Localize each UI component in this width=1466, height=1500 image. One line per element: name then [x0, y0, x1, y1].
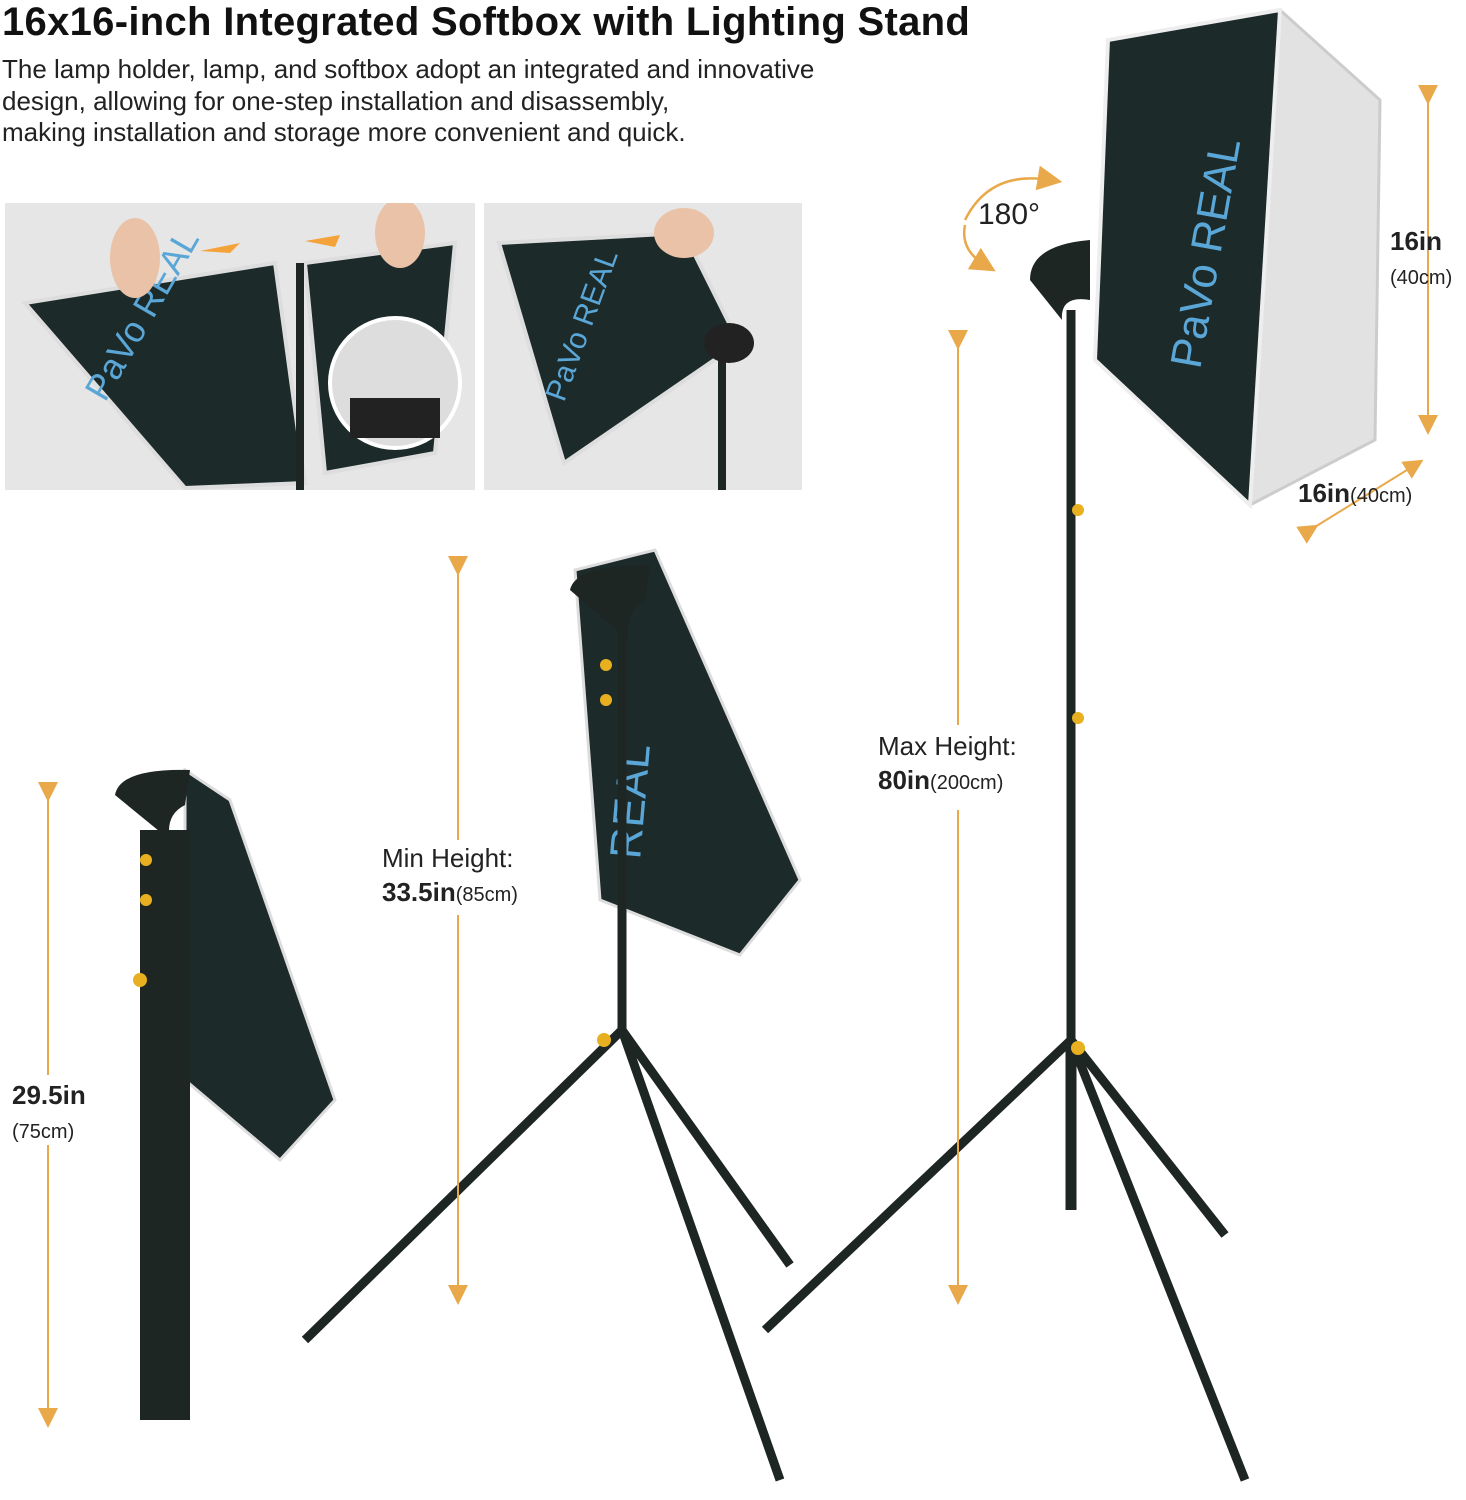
softbox-logo: REAL [601, 742, 660, 861]
folded-height-metric: (75cm) [12, 1121, 75, 1143]
description-line: design, allowing for one-step installati… [2, 85, 670, 116]
stand-max-height: PaVo REAL [761, 7, 1382, 1482]
width-arrow-icon [1296, 459, 1424, 544]
page-title: 16x16-inch Integrated Softbox with Light… [2, 0, 971, 44]
max-height-value: 80in [878, 765, 931, 795]
softbox-width-value: 16in [1298, 478, 1351, 508]
description-line: making installation and storage more con… [2, 117, 686, 147]
assembly-photo-1: PaVo REAL [5, 203, 475, 490]
folded-height-label: 29.5in (75cm) [12, 1078, 86, 1149]
softbox-height-metric: (40cm) [1390, 267, 1453, 289]
max-height-label: Max Height: 80in(200cm) [878, 729, 1017, 800]
max-height-metric: (200cm) [930, 772, 1004, 794]
max-height-title: Max Height: [878, 731, 1017, 761]
softbox-height-value: 16in [1390, 226, 1443, 256]
rotate-arrow-icon [963, 165, 1063, 221]
min-height-value: 33.5in [382, 877, 456, 907]
assembly-photo-2: PaVo REAL [484, 203, 802, 490]
assembly-photo-1-image: PaVo REAL [21, 203, 462, 490]
softbox-height-label: 16in (40cm) [1390, 224, 1452, 295]
rotation-label: 180° [978, 198, 1041, 231]
stand-folded [115, 767, 337, 1420]
softbox-width-metric: (40cm) [1350, 485, 1413, 507]
softbox-width-label: 16in(40cm) [1298, 476, 1412, 513]
min-height-metric: (85cm) [455, 884, 518, 906]
min-height-title: Min Height: [382, 843, 514, 873]
description: The lamp holder, lamp, and softbox adopt… [2, 54, 814, 149]
stand-min-height: REAL [301, 548, 802, 1482]
description-line: The lamp holder, lamp, and softbox adopt… [2, 54, 815, 84]
folded-height-value: 29.5in [12, 1080, 86, 1110]
assembly-photo-2-image: PaVo REAL [496, 208, 754, 490]
min-height-label: Min Height: 33.5in(85cm) [382, 841, 518, 912]
